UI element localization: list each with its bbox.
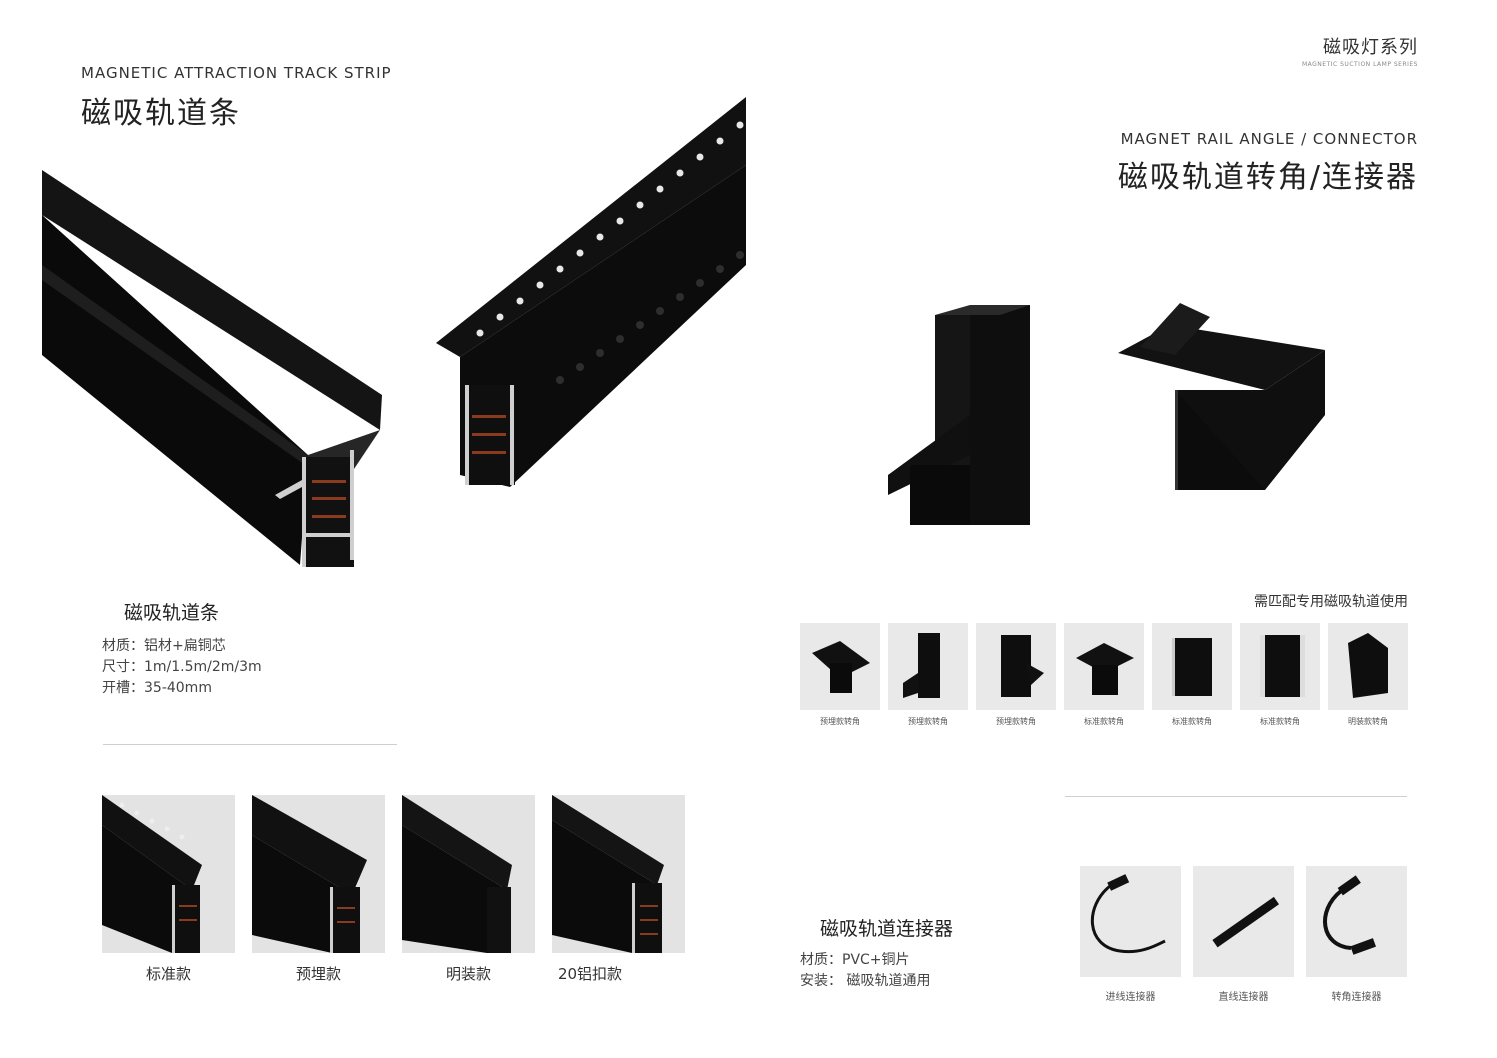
variant-label-embedded: 预埋款 bbox=[295, 965, 341, 983]
variant-thumb-surface bbox=[402, 795, 535, 953]
rail-angle-hero-image bbox=[888, 303, 1325, 525]
angle-thumb-7 bbox=[1328, 623, 1408, 710]
variant-label-20-aluminium: 20铝扣款 bbox=[557, 965, 623, 983]
track-strip-hero-image bbox=[42, 97, 746, 567]
brand-series-en: MAGNETIC SUCTION LAMP SERIES bbox=[1301, 61, 1418, 68]
angle-label-2: 预埋款转角 bbox=[908, 717, 948, 726]
spec-slot: 开槽：35-40mm bbox=[102, 680, 212, 696]
brand-series-cn: 磁吸灯系列 bbox=[1323, 37, 1418, 58]
angle-label-1: 预埋款转角 bbox=[820, 717, 860, 726]
angle-thumb-4 bbox=[1064, 623, 1144, 710]
angle-thumb-5 bbox=[1152, 623, 1232, 710]
connector-title: 磁吸轨道连接器 bbox=[820, 918, 954, 940]
angle-label-7: 明装款转角 bbox=[1348, 717, 1388, 726]
angle-label-3: 预埋款转角 bbox=[996, 717, 1036, 726]
angle-thumb-2 bbox=[888, 623, 968, 710]
left-divider bbox=[103, 744, 397, 745]
variant-label-surface: 明装款 bbox=[445, 965, 491, 983]
left-spec-list: 材质：铝材+扁铜芯 尺寸：1m/1.5m/2m/3m 开槽：35-40mm bbox=[102, 636, 262, 699]
connector-label-straight: 直线连接器 bbox=[1218, 992, 1269, 1003]
angle-thumb-1 bbox=[800, 623, 880, 710]
connector-thumb-corner bbox=[1306, 866, 1407, 977]
angle-thumb-6 bbox=[1240, 623, 1320, 710]
variant-thumb-standard bbox=[102, 795, 235, 953]
right-title-cn: 磁吸轨道转角/连接器 bbox=[1117, 160, 1418, 195]
right-title-en: MAGNET RAIL ANGLE / CONNECTOR bbox=[1120, 130, 1418, 148]
left-spec-title: 磁吸轨道条 bbox=[124, 602, 220, 624]
right-divider bbox=[1065, 796, 1407, 797]
connector-material: 材质：PVC+铜片 bbox=[800, 952, 910, 968]
variant-label-standard: 标准款 bbox=[145, 965, 191, 983]
variant-thumb-20-aluminium bbox=[552, 795, 685, 953]
connector-install: 安装： 磁吸轨道通用 bbox=[800, 973, 931, 989]
connector-thumb-straight bbox=[1193, 866, 1294, 977]
angle-thumb-3 bbox=[976, 623, 1056, 710]
angle-label-5: 标准款转角 bbox=[1172, 717, 1212, 726]
left-title-cn: 磁吸轨道条 bbox=[81, 96, 241, 131]
connector-label-feed-in: 进线连接器 bbox=[1105, 992, 1156, 1003]
brand-block: 磁吸灯系列 MAGNETIC SUCTION LAMP SERIES bbox=[1300, 33, 1418, 68]
variant-thumb-embedded bbox=[252, 795, 385, 953]
angle-label-6: 标准款转角 bbox=[1260, 717, 1300, 726]
connector-thumb-feed-in bbox=[1080, 866, 1181, 977]
connector-spec-list: 材质：PVC+铜片 安装： 磁吸轨道通用 bbox=[800, 950, 930, 992]
connector-label-corner: 转角连接器 bbox=[1331, 992, 1382, 1003]
match-note: 需匹配专用磁吸轨道使用 bbox=[1254, 594, 1408, 610]
angle-label-4: 标准款转角 bbox=[1084, 717, 1124, 726]
spec-size: 尺寸：1m/1.5m/2m/3m bbox=[102, 659, 262, 675]
spec-material: 材质：铝材+扁铜芯 bbox=[102, 638, 226, 654]
left-title-en: MAGNETIC ATTRACTION TRACK STRIP bbox=[81, 64, 392, 82]
